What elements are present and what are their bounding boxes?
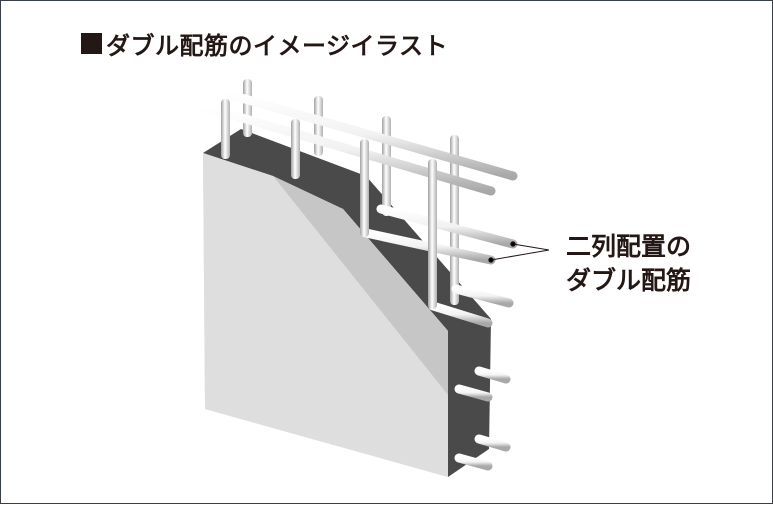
rebar-front-verticals xyxy=(221,99,437,309)
page-title: ダブル配筋のイメージイラスト xyxy=(81,26,448,61)
callout-label: 二列配置の ダブル配筋 xyxy=(566,230,691,298)
square-bullet-icon xyxy=(81,33,102,54)
callout-leader-lines xyxy=(488,241,550,263)
wall-front-face xyxy=(203,153,448,477)
rebar-side-stubs xyxy=(454,366,511,471)
callout-line-2: ダブル配筋 xyxy=(566,266,692,295)
title-text: ダブル配筋のイメージイラスト xyxy=(106,32,449,60)
rebar-back-horizontals xyxy=(219,88,518,308)
callout-line-1: 二列配置の xyxy=(566,232,692,261)
